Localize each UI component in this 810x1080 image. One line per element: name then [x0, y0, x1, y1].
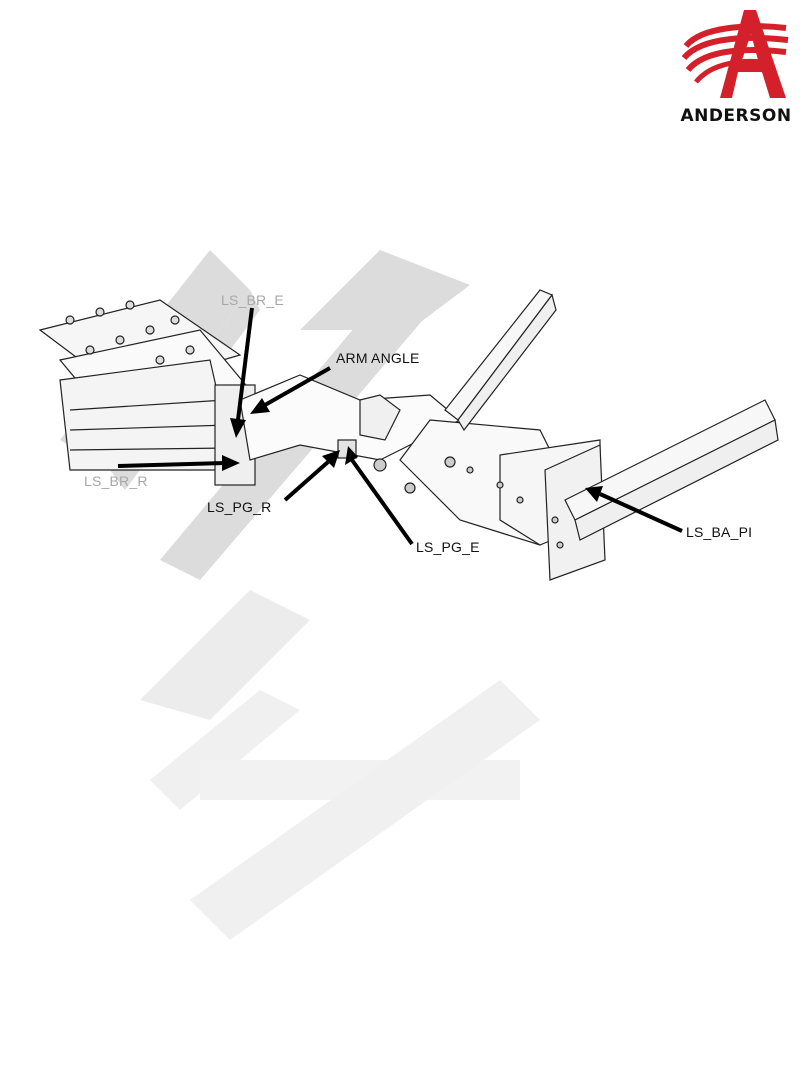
- label-ls-pg-e: LS_PG_E: [416, 539, 480, 555]
- label-ls-pg-r: LS_PG_R: [207, 499, 271, 515]
- label-ls-ba-pi: LS_BA_PI: [686, 524, 752, 540]
- label-ls-br-e: LS_BR_E: [221, 292, 284, 308]
- label-ls-br-r: LS_BR_R: [84, 473, 148, 489]
- label-arm-angle: ARM ANGLE: [336, 350, 420, 366]
